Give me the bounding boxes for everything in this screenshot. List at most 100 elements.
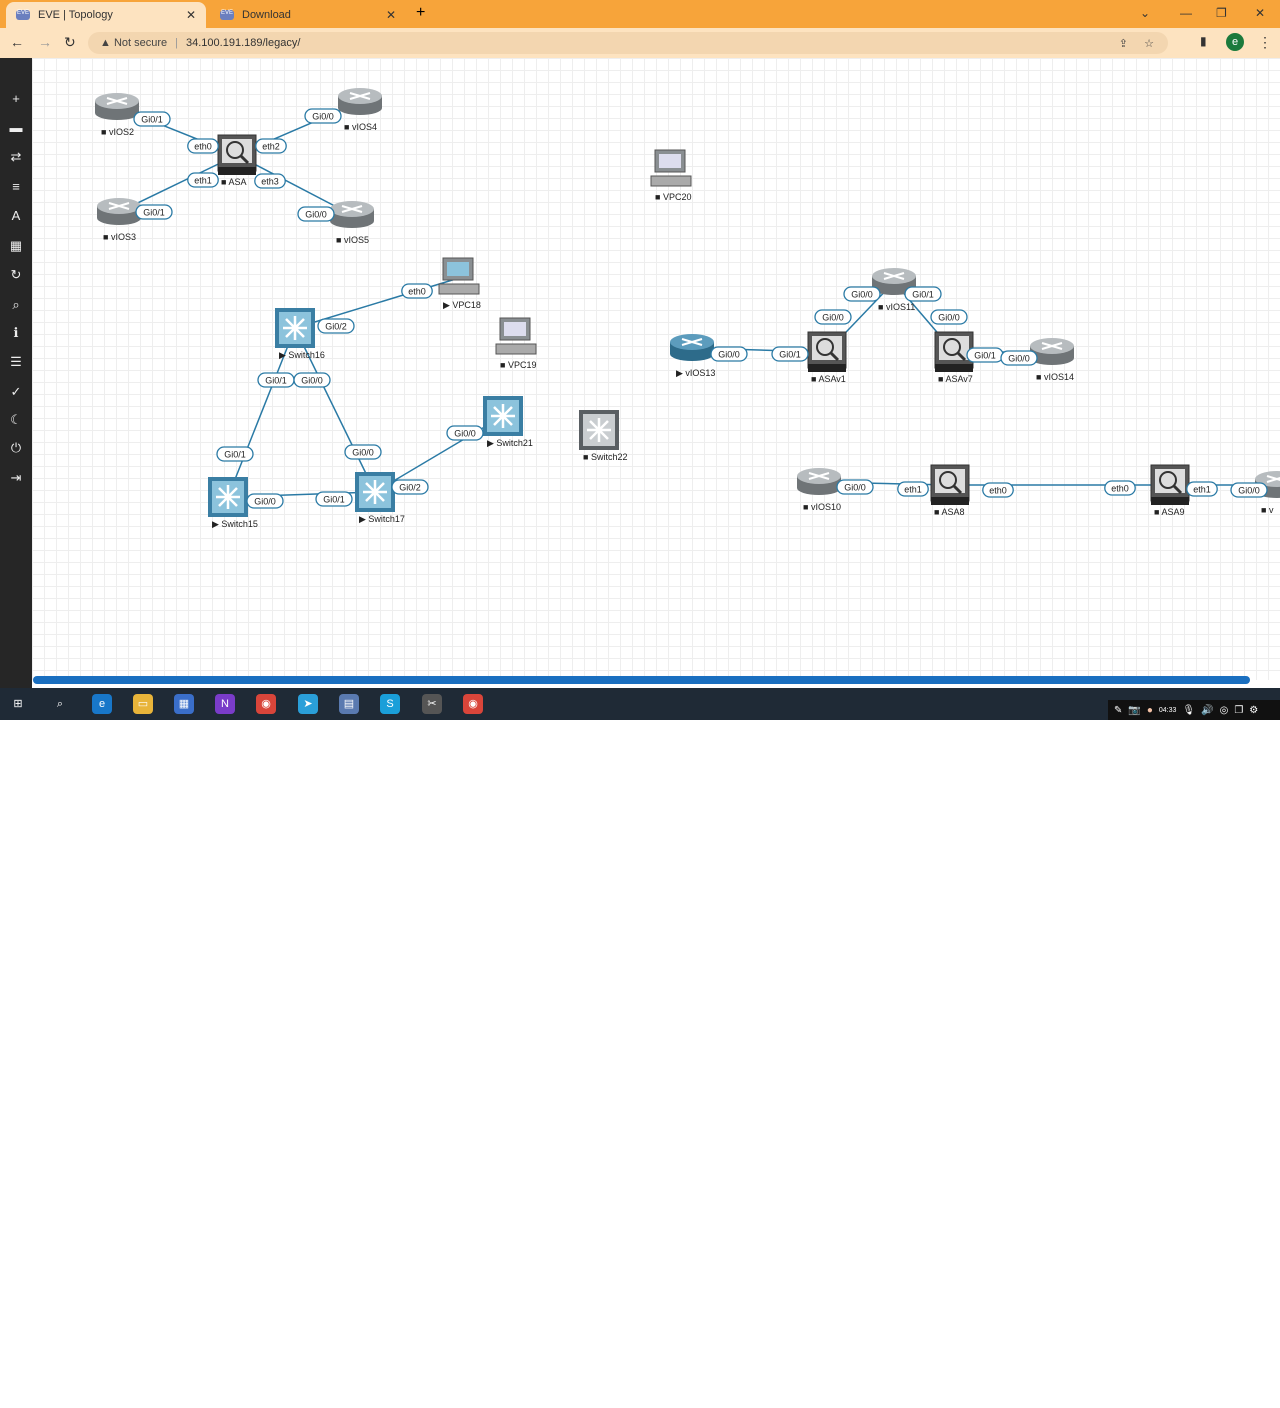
webcam-icon[interactable]: ◎ — [1219, 704, 1229, 716]
sidebar-toggle-icon[interactable]: ▮ — [1200, 34, 1207, 48]
add-icon[interactable]: + — [12, 91, 20, 106]
moon-icon[interactable]: ☾ — [10, 412, 22, 427]
svg-text:eth1: eth1 — [1193, 485, 1211, 495]
forward-button[interactable]: → — [38, 34, 52, 50]
node-VPC19[interactable]: ■ VPC19 — [495, 317, 537, 370]
tab-search-chevron-icon[interactable]: ⌄ — [1140, 6, 1151, 20]
node-vIOS5[interactable]: ■ vIOS5 — [330, 201, 374, 245]
interface-label: eth2 — [255, 138, 287, 154]
close-tab-icon[interactable]: ✕ — [385, 8, 396, 22]
settings-gear-icon[interactable]: ⚙ — [1249, 704, 1259, 716]
close-window-button[interactable]: ✕ — [1255, 6, 1266, 20]
refresh-icon[interactable]: ↻ — [10, 267, 22, 282]
svg-text:Gi0/0: Gi0/0 — [301, 376, 323, 386]
horizontal-scrollbar[interactable] — [33, 676, 1250, 684]
log-icon[interactable]: ☰ — [10, 354, 22, 369]
node-Switch15[interactable]: ▶ Switch15 — [208, 477, 258, 529]
running-status-icon: ▶ — [279, 350, 288, 360]
node-Switch17[interactable]: ▶ Switch17 — [355, 472, 405, 524]
link-Switch16-Switch15[interactable] — [227, 327, 296, 498]
running-status-icon: ▶ — [359, 514, 368, 524]
app-icon[interactable]: ▤ — [339, 694, 359, 714]
profile-avatar[interactable]: e — [1226, 33, 1244, 51]
reload-button[interactable]: ↻ — [64, 34, 76, 50]
node-label: ■ ASAv7 — [938, 374, 973, 384]
running-status-icon: ▶ — [443, 300, 452, 310]
check-icon[interactable]: ✓ — [10, 384, 22, 399]
back-button[interactable]: ← — [10, 34, 24, 50]
windows-start-icon[interactable]: ⊞ — [13, 698, 23, 710]
svg-text:eth3: eth3 — [261, 177, 279, 187]
stopped-status-icon: ■ — [934, 507, 941, 517]
snipping-icon[interactable]: ✂ — [422, 694, 442, 714]
recorder-toolbar: ✎ 📷 ● 04:33 🎙 🔊 ◎ ❐ ⚙ — [1108, 700, 1280, 720]
node-vIOS11[interactable]: ■ vIOS11 — [872, 268, 916, 312]
arrows-icon[interactable]: ⇄ — [10, 149, 22, 164]
store-icon[interactable]: ▦ — [174, 694, 194, 714]
bookmark-star-icon[interactable]: ☆ — [1144, 37, 1154, 50]
node-ASAv7[interactable]: ■ ASAv7 — [934, 331, 974, 384]
node-ASA8[interactable]: ■ ASA8 — [930, 464, 970, 517]
firewall-icon — [1150, 464, 1190, 505]
logout-icon[interactable]: ⇥ — [10, 470, 22, 485]
record-icon[interactable]: ● — [1146, 704, 1153, 716]
firewall-icon — [930, 464, 970, 505]
node-Switch22[interactable]: ■ Switch22 — [579, 410, 627, 462]
svg-text:Gi0/0: Gi0/0 — [822, 313, 844, 323]
node-label: ▶ Switch21 — [487, 438, 533, 448]
new-tab-button[interactable]: + — [416, 4, 426, 21]
node-ASAv1[interactable]: ■ ASAv1 — [807, 331, 847, 384]
node-Switch16[interactable]: ▶ Switch16 — [275, 308, 325, 360]
node-vIOS2[interactable]: ■ vIOS2 — [95, 93, 139, 137]
tab-label: Download — [242, 9, 291, 21]
onenote-icon[interactable]: N — [215, 694, 235, 714]
node-vIOS10[interactable]: ■ vIOS10 — [797, 468, 841, 512]
pen-icon[interactable]: ✎ — [1114, 704, 1123, 716]
topology-svg[interactable]: ■ vIOS2 ■ ASA ■ vIOS4 ■ vIOS3 ■ vIOS5 ■ VPC20… — [32, 58, 1280, 680]
security-label[interactable]: Not secure — [113, 37, 168, 49]
power-icon[interactable]: ⏻ — [10, 440, 22, 455]
node-ASA[interactable]: ■ ASA — [217, 134, 257, 187]
chrome-icon[interactable]: ◉ — [256, 694, 276, 714]
svg-text:eth0: eth0 — [989, 486, 1007, 496]
chrome-active-icon[interactable]: ◉ — [463, 694, 483, 714]
windows-taskbar: ⊞ ⌕ e ▭ ▦ N ◉ ➤ ▤ S ✂ ◉ 2:10 PM — [0, 688, 1280, 1408]
link-Switch16-Switch17[interactable] — [294, 327, 376, 493]
search-icon[interactable]: ⌕ — [56, 698, 64, 710]
skype-icon[interactable]: S — [380, 694, 400, 714]
node-Switch21[interactable]: ▶ Switch21 — [483, 396, 533, 448]
list-icon[interactable]: ≡ — [12, 179, 20, 194]
node-vIOS3[interactable]: ■ vIOS3 — [97, 198, 141, 242]
menu-icon[interactable]: ⋮ — [1258, 34, 1272, 50]
camera-icon[interactable]: 📷 — [1128, 704, 1141, 716]
node-VPC18[interactable]: ▶ VPC18 — [438, 257, 481, 310]
info-icon[interactable]: ℹ — [13, 325, 19, 340]
interface-label: eth1 — [897, 481, 929, 497]
minimize-button[interactable]: — — [1180, 6, 1192, 20]
window-icon[interactable]: ❐ — [1234, 704, 1244, 716]
topology-canvas[interactable]: ■ vIOS2 ■ ASA ■ vIOS4 ■ vIOS3 ■ vIOS5 ■ VPC20… — [32, 58, 1280, 680]
zoom-icon[interactable]: ⌕ — [12, 297, 20, 312]
grid-icon[interactable]: ▦ — [9, 238, 23, 253]
speaker-icon[interactable]: 🔊 — [1201, 704, 1214, 716]
node-label: ▶ vIOS13 — [676, 368, 715, 378]
share-icon[interactable]: ⇪ — [1118, 37, 1128, 50]
layers-icon[interactable]: ▬ — [9, 120, 23, 135]
node-vIOS14[interactable]: ■ vIOS14 — [1030, 338, 1074, 382]
interface-label: Gi0/1 — [133, 111, 171, 127]
telegram-icon[interactable]: ➤ — [298, 694, 318, 714]
node-vIOS4[interactable]: ■ vIOS4 — [338, 88, 382, 132]
edge-icon[interactable]: e — [92, 694, 112, 714]
microphone-icon[interactable]: 🎙 — [1182, 704, 1196, 716]
node-vIOS13[interactable]: ▶ vIOS13 — [670, 334, 715, 378]
node-VPC20[interactable]: ■ VPC20 — [650, 149, 692, 202]
link-Switch16-VPC18[interactable] — [294, 277, 460, 329]
maximize-button[interactable]: ❐ — [1216, 6, 1227, 20]
url-bar[interactable]: ▲ Not secure|34.100.191.189/legacy/ ☆ ⇪ — [88, 32, 1168, 54]
close-tab-icon[interactable]: ✕ — [185, 8, 196, 22]
text-icon[interactable]: A — [11, 208, 21, 223]
file-explorer-icon[interactable]: ▭ — [133, 694, 153, 714]
node-ASA9[interactable]: ■ ASA9 — [1150, 464, 1190, 517]
